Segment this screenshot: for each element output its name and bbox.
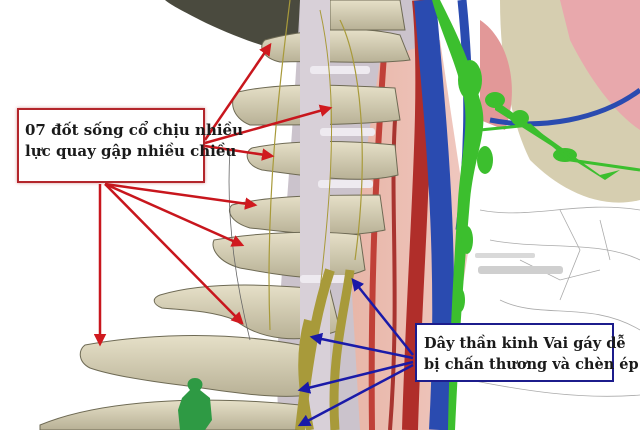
green-figure (178, 378, 212, 430)
cervical-vertebrae (39, 0, 411, 430)
nerve-callout-line-2: bị chấn thương và chèn ép (424, 356, 639, 373)
vertebrae-callout: 07 đốt sống cổ chịu nhiều lực quay gập n… (17, 108, 243, 183)
nerve-arrows (297, 278, 414, 427)
lymph-nodes (432, 0, 620, 430)
vertebrae-callout-line-2: lực quay gập nhiều chiều (25, 142, 237, 160)
nerve-callout: Dây thần kinh Vai gáy dễ bị chấn thương … (415, 323, 639, 382)
vertebrae-arrows (93, 42, 333, 347)
nerve-callout-line-1: Dây thần kinh Vai gáy dễ (424, 335, 626, 352)
vertebrae-callout-line-1: 07 đốt sống cổ chịu nhiều (25, 121, 243, 139)
